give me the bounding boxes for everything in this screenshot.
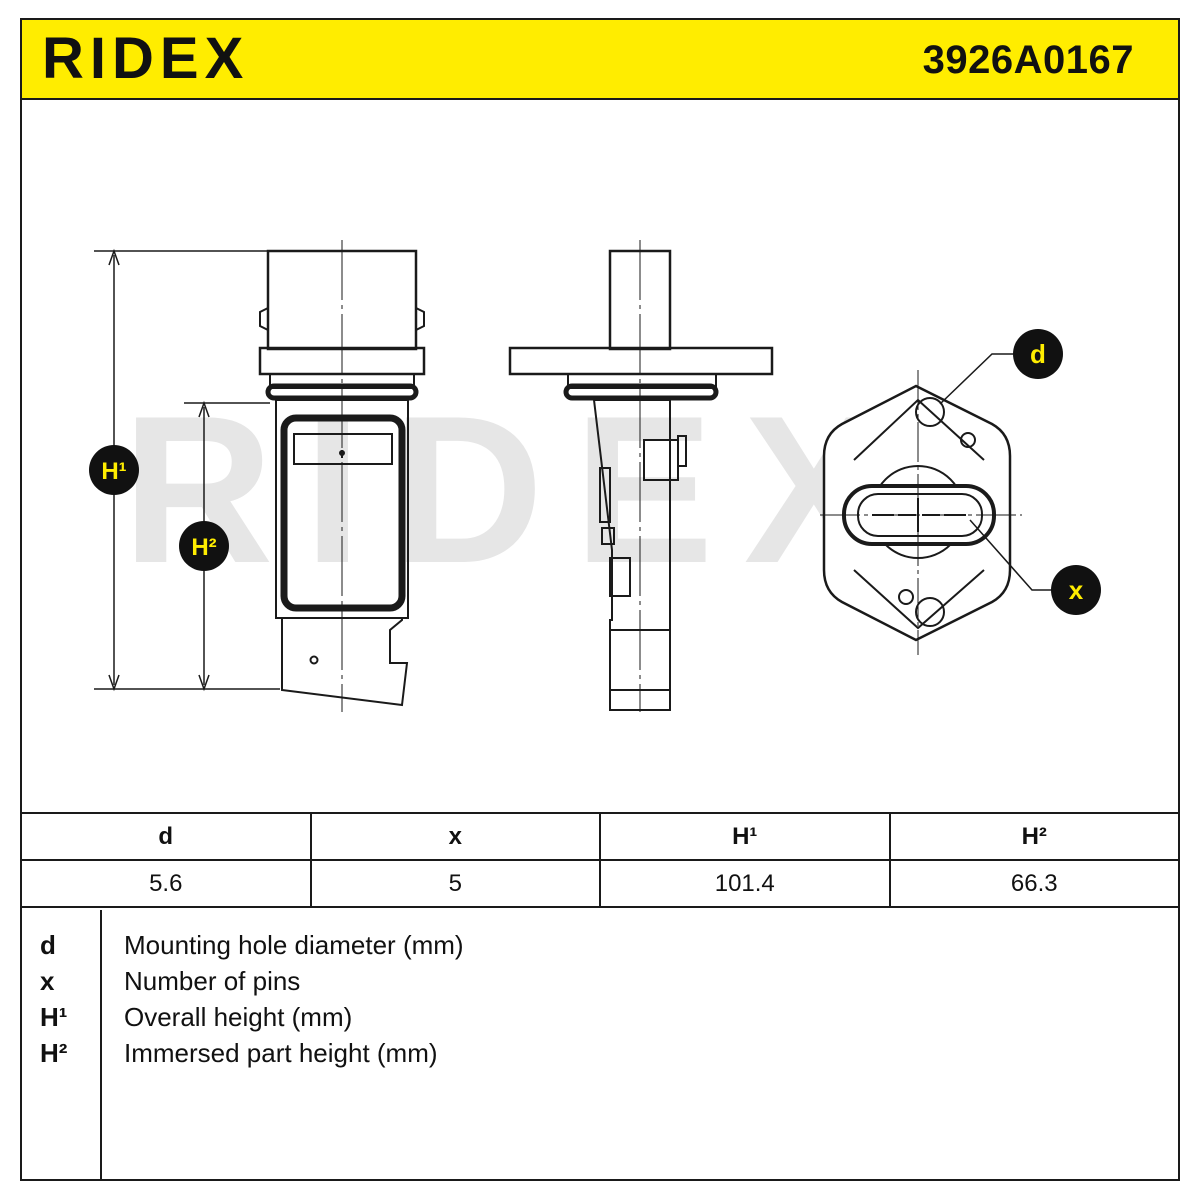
spec-table-header-row: d x H¹ H² xyxy=(20,812,1180,861)
svg-text:x: x xyxy=(1069,575,1084,605)
legend-row: H¹ Overall height (mm) xyxy=(20,1002,1180,1038)
legend-key: x xyxy=(40,966,55,996)
brand-logo-text: RIDEX xyxy=(42,26,249,86)
watermark-text: RIDEX xyxy=(122,372,914,607)
legend-desc: Mounting hole diameter (mm) xyxy=(124,930,464,960)
callout-h2: H² xyxy=(179,521,229,571)
legend-desc: Immersed part height (mm) xyxy=(124,1038,438,1068)
legend-key: H² xyxy=(40,1038,68,1068)
legend-row: H² Immersed part height (mm) xyxy=(20,1038,1180,1074)
h1-arrow-top xyxy=(108,248,120,266)
legend: d Mounting hole diameter (mm) x Number o… xyxy=(20,910,1180,1181)
spec-header-d: d xyxy=(20,812,312,861)
spec-value-x: 5 xyxy=(309,859,601,908)
spec-header-h2: H² xyxy=(888,812,1180,861)
header-bar: RIDEX 3926A0167 xyxy=(20,18,1180,100)
legend-row: d Mounting hole diameter (mm) xyxy=(20,930,1180,966)
spec-header-x: x xyxy=(309,812,601,861)
spec-table: d x H¹ H² 5.6 5 101.4 66.3 xyxy=(20,812,1180,908)
legend-row: x Number of pins xyxy=(20,966,1180,1002)
front-view xyxy=(258,240,426,712)
callout-d: d xyxy=(1013,329,1063,379)
technical-drawing: RIDEX xyxy=(89,240,1101,712)
legend-key: H¹ xyxy=(40,1002,68,1032)
h1-arrow-bottom xyxy=(108,674,120,692)
legend-key: d xyxy=(40,930,56,960)
side-view xyxy=(508,240,774,712)
legend-desc: Overall height (mm) xyxy=(124,1002,353,1032)
part-number: 3926A0167 xyxy=(922,38,1134,82)
connector-view xyxy=(820,370,1022,655)
spec-value-h2: 66.3 xyxy=(888,859,1180,908)
svg-text:d: d xyxy=(1030,339,1046,369)
d-callout-leader xyxy=(939,353,1022,405)
legend-divider xyxy=(100,910,102,1181)
spec-value-h1: 101.4 xyxy=(599,859,891,908)
callout-h1: H¹ xyxy=(89,445,139,495)
x-callout-leader xyxy=(969,519,1054,591)
h2-arrow-bottom xyxy=(198,674,210,692)
spec-header-h1: H¹ xyxy=(599,812,891,861)
legend-desc: Number of pins xyxy=(124,966,301,996)
svg-text:H²: H² xyxy=(191,534,216,561)
callout-x: x xyxy=(1051,565,1101,615)
svg-text:H¹: H¹ xyxy=(101,458,126,485)
ridex-logo: RIDEX xyxy=(42,26,249,86)
spec-table-value-row: 5.6 5 101.4 66.3 xyxy=(20,859,1180,908)
spec-value-d: 5.6 xyxy=(20,859,312,908)
h2-arrow-top xyxy=(198,400,210,418)
